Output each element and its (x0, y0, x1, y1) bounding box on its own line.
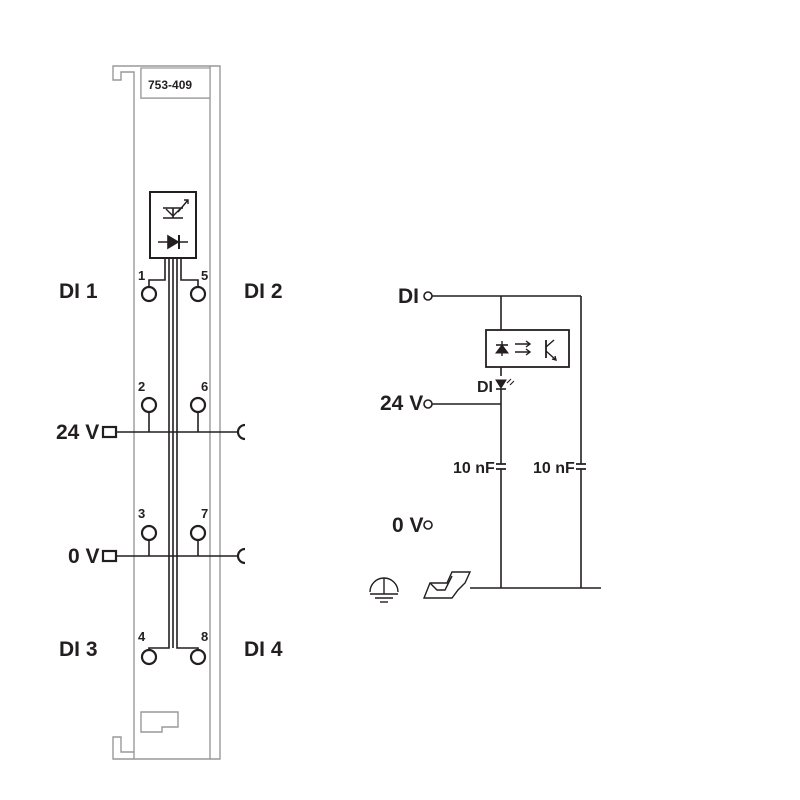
rail-contact-24v-right (236, 423, 246, 441)
schematic-0v-terminal (423, 520, 433, 530)
capacitor-1 (496, 463, 506, 470)
schematic-label-di: DI (398, 285, 419, 308)
terminal-labels: DI 1 DI 2 24 V 0 V DI 3 DI 4 (56, 280, 283, 661)
pin-number-1: 1 (138, 268, 145, 283)
schematic-label-0v: 0 V (392, 514, 424, 537)
schematic-labels: DI 24 V 0 V DI 10 nF 10 nF (380, 285, 575, 537)
terminal-2 (140, 396, 158, 414)
pin-number-5: 5 (201, 268, 208, 283)
schematic-di-terminal (423, 291, 433, 301)
schematic-optocoupler (485, 329, 570, 368)
label-di2: DI 2 (244, 280, 283, 303)
pin-number-4: 4 (138, 629, 146, 644)
label-0v: 0 V (68, 545, 100, 568)
terminal-7 (189, 524, 207, 542)
label-24v: 24 V (56, 421, 99, 444)
label-di4: DI 4 (244, 638, 283, 661)
rail-contact-0v-left (101, 549, 118, 563)
terminal-5 (189, 285, 207, 303)
pin-number-6: 6 (201, 379, 208, 394)
din-rail-icon (422, 571, 472, 599)
optocoupler-box (149, 191, 197, 259)
schematic-label-cap1: 10 nF (453, 460, 495, 477)
ground-icon (369, 577, 399, 603)
pin-numbers: 1 2 3 4 5 6 7 8 (138, 268, 208, 644)
label-di3: DI 3 (59, 638, 98, 661)
pin-number-8: 8 (201, 629, 208, 644)
part-number-box: 753-409 (140, 67, 211, 99)
schematic-24v-terminal (423, 399, 433, 409)
terminal-3 (140, 524, 158, 542)
part-number: 753-409 (148, 78, 192, 92)
rail-contact-0v-right (236, 547, 246, 565)
capacitor-2 (576, 463, 586, 470)
label-di1: DI 1 (59, 280, 98, 303)
terminal-4 (140, 648, 158, 666)
terminal-8 (189, 648, 207, 666)
pin-number-2: 2 (138, 379, 145, 394)
schematic-label-led: DI (477, 379, 493, 396)
terminal-1 (140, 285, 158, 303)
rail-contact-24v-left (101, 425, 118, 439)
terminal-6 (189, 396, 207, 414)
pin-number-3: 3 (138, 506, 145, 521)
schematic (423, 291, 601, 589)
schematic-label-cap2: 10 nF (533, 460, 575, 477)
schematic-label-24v: 24 V (380, 392, 423, 415)
terminals (140, 285, 207, 666)
rail-connectors (101, 423, 246, 565)
pin-number-7: 7 (201, 506, 208, 521)
